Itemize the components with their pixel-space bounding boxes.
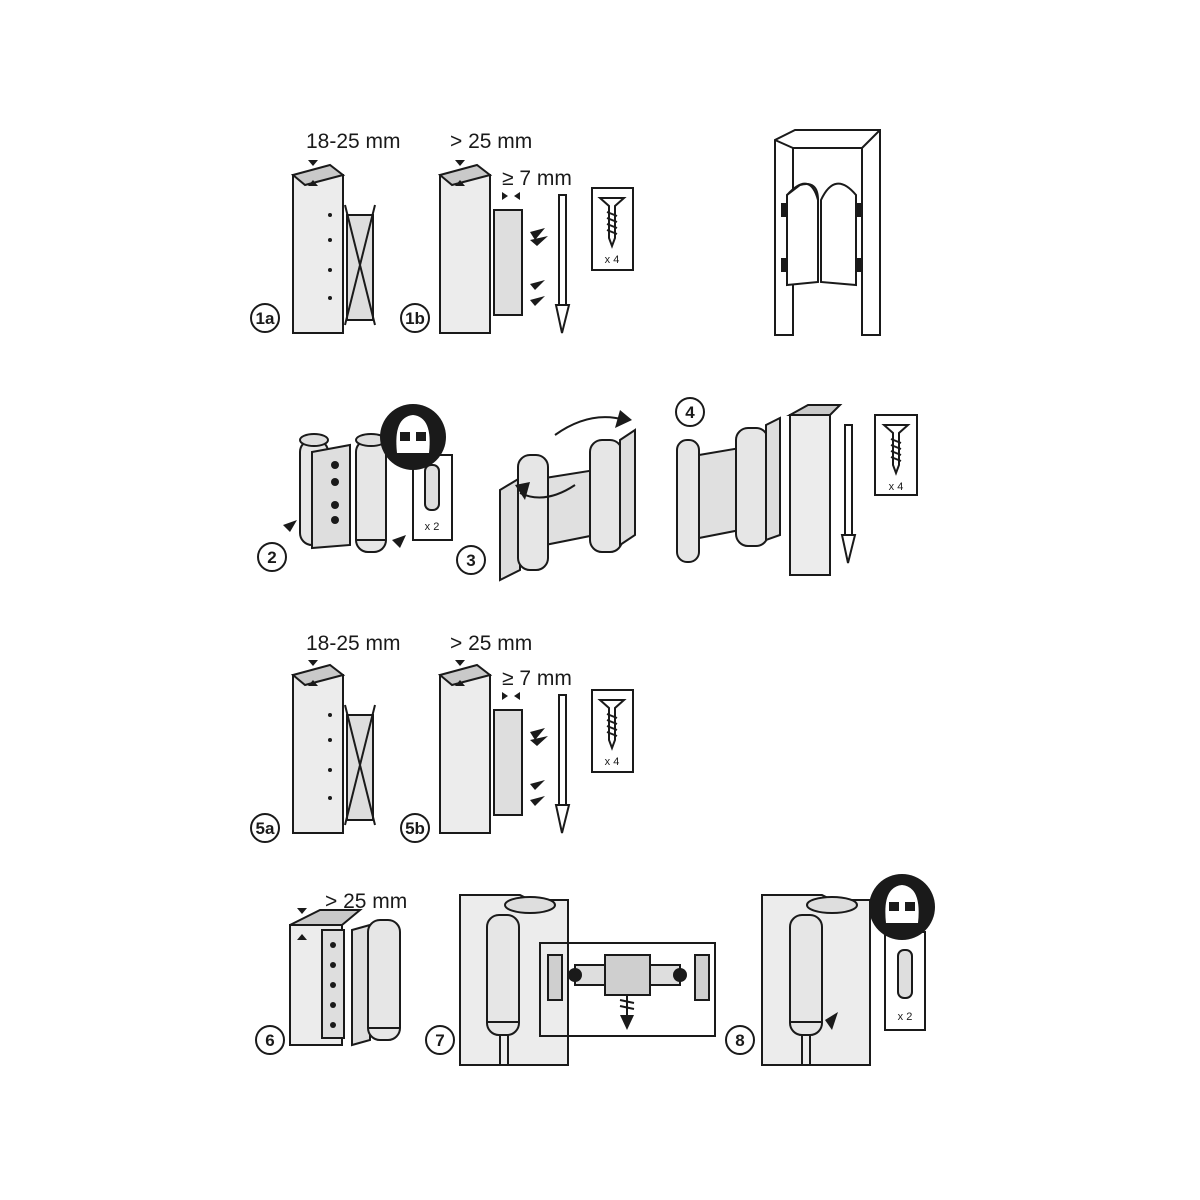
dimension-label-5b: > 25 mm: [450, 632, 532, 655]
step-number-8: 8: [735, 1031, 744, 1050]
step-number-3: 3: [466, 551, 475, 570]
step-number-6: 6: [265, 1031, 274, 1050]
step-5a-illustration: 18-25 mm 5a: [250, 632, 401, 843]
pin-count-2: x 2: [425, 521, 440, 533]
step-1a-illustration: 18-25 mm 1a: [250, 130, 401, 334]
screw-count-1b: x 4: [605, 254, 620, 266]
step-number-5b: 5b: [405, 819, 425, 838]
screw-count-4: x 4: [889, 481, 904, 493]
screw-count-5b: x 4: [605, 756, 620, 768]
dimension-label-6: > 25 mm: [325, 890, 407, 913]
step-number-4: 4: [685, 403, 695, 422]
step-2-illustration: x 2 2: [257, 403, 453, 572]
dimension-label-1a: 18-25 mm: [306, 130, 401, 153]
step-number-7: 7: [435, 1031, 444, 1050]
gap-label-5b: ≥ 7 mm: [502, 667, 572, 690]
step-number-2: 2: [267, 548, 276, 567]
step-number-1b: 1b: [405, 309, 425, 328]
door-frame-overview: [774, 129, 881, 336]
step-6-illustration: > 25 mm 6: [255, 890, 407, 1055]
step-1b-illustration: x 4 > 25 mm ≥ 7 mm 1b: [400, 130, 634, 334]
step-4-illustration: x 4 4: [675, 397, 918, 576]
step-number-5a: 5a: [256, 819, 275, 838]
step-8-illustration: x 2 8: [725, 873, 936, 1066]
dimension-label-5a: 18-25 mm: [306, 632, 401, 655]
pin-count-8: x 2: [898, 1011, 913, 1023]
step-5b-illustration: x 4 > 25 mm ≥ 7 mm 5b: [400, 632, 634, 843]
dimension-label-1b: > 25 mm: [450, 130, 532, 153]
gap-label-1b: ≥ 7 mm: [502, 167, 572, 190]
step-3-illustration: 3: [456, 410, 636, 582]
step-number-1a: 1a: [256, 309, 275, 328]
step-7-illustration: 7: [425, 894, 716, 1066]
